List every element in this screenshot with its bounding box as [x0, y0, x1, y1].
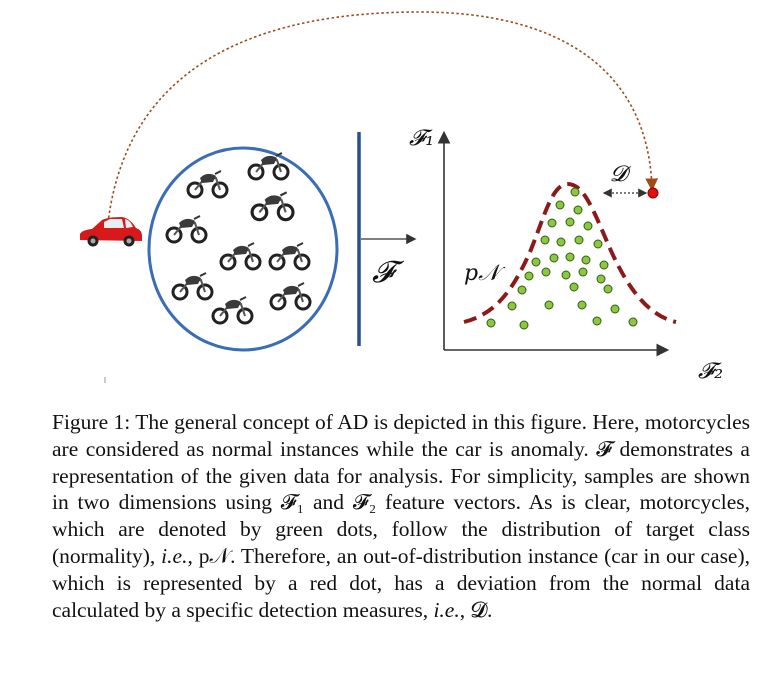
y-axis-label: 𝓕₁ — [409, 126, 434, 151]
ad-concept-figure: 𝓕 𝓕₁ 𝓕₂ p𝒩 𝓓 — [80, 11, 723, 384]
symbol-f1: 𝓕₁ — [280, 490, 305, 515]
deviation-label: 𝓓 — [610, 162, 632, 187]
x-axis-label: 𝓕₂ — [698, 359, 723, 384]
distribution-label: p𝒩 — [464, 261, 506, 286]
symbol-f2: 𝓕₂ — [352, 490, 377, 515]
car-icon — [80, 217, 142, 247]
symbol-f: 𝓕 — [596, 436, 613, 461]
symbol-d: 𝓓 — [470, 597, 487, 622]
curved-dashed-arrow — [107, 11, 659, 224]
normal-data-points — [486, 187, 638, 330]
mapping-label: 𝓕 — [372, 255, 405, 290]
distribution-curve — [463, 181, 677, 324]
symbol-pn: p𝒩 — [198, 543, 231, 568]
figure-caption: Figure 1: The general concept of AD is d… — [52, 410, 751, 622]
anomaly-point — [647, 187, 659, 199]
